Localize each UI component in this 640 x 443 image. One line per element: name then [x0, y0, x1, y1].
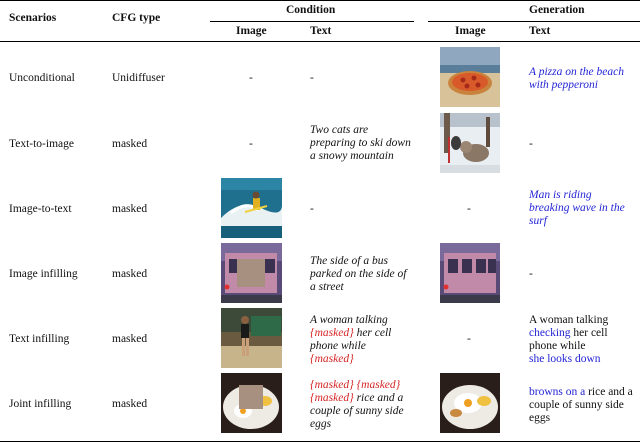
row3-cond-text-dash: - — [310, 203, 314, 215]
row2-gen-text-dash: - — [529, 138, 533, 150]
row6-gen-image-eggs — [440, 373, 500, 433]
row6-cond-mask3: {masked} — [310, 392, 354, 404]
header-generation: Generation — [529, 4, 585, 16]
row5-cond-text: A woman talking {masked} her cell phone … — [310, 314, 414, 366]
header-cfg-type: CFG type — [112, 12, 161, 24]
row1-gen-image-pizza — [440, 47, 500, 107]
row4-gen-image-bus — [440, 243, 500, 303]
header-generation-text: Text — [529, 25, 551, 37]
mask-patch — [237, 259, 265, 287]
bottom-rule — [0, 441, 640, 442]
row6-scenario: Joint infilling — [9, 398, 72, 410]
generation-underline — [428, 21, 640, 22]
row4-cond-image-bus-masked — [221, 243, 282, 303]
header-scenarios: Scenarios — [9, 12, 57, 24]
row6-cond-mask2: {masked} — [356, 379, 401, 391]
row5-gen-text-part1: A woman talking — [529, 314, 609, 326]
row1-scenario: Unconditional — [9, 72, 75, 84]
row5-cond-image-woman — [221, 308, 282, 368]
row2-cfg: masked — [112, 138, 148, 150]
row6-cond-text-part1: rice and a couple of sunny side eggs — [310, 392, 404, 430]
row4-cfg: masked — [112, 268, 148, 280]
row5-gen-text: A woman talking checking her cell phone … — [529, 314, 637, 366]
row5-gen-text-part2: her cell phone while — [529, 327, 608, 352]
top-rule — [0, 0, 640, 1]
row1-gen-text: A pizza on the beach with pepperoni — [529, 66, 624, 91]
row6-cfg: masked — [112, 398, 148, 410]
row6-gen-text: browns on a rice and a couple of sunny s… — [529, 386, 637, 425]
condition-underline — [210, 21, 414, 22]
row5-scenario: Text infilling — [9, 333, 70, 345]
row5-gen-fill2: she looks down — [529, 353, 601, 365]
row1-cond-text-dash: - — [310, 72, 314, 84]
row4-cond-text: The side of a bus parked on the side of … — [310, 255, 407, 293]
row6-cond-mask1: {masked} — [310, 379, 354, 391]
row2-scenario: Text-to-image — [9, 138, 74, 150]
row3-scenario: Image-to-text — [9, 203, 72, 215]
row2-gen-image-cats — [440, 113, 500, 173]
row6-cond-image-eggs-masked — [221, 373, 282, 433]
row6-cond-text: {masked} {masked} {masked} rice and a co… — [310, 379, 414, 431]
row5-cond-mask2: {masked} — [310, 353, 354, 365]
row5-cfg: masked — [112, 333, 148, 345]
row6-gen-text-part1: rice and a couple of sunny side eggs — [529, 386, 633, 424]
header-rule — [0, 41, 640, 42]
row1-cond-image-dash: - — [249, 72, 253, 84]
row3-cond-image-surfer — [221, 178, 282, 238]
row4-gen-text-dash: - — [529, 268, 533, 280]
row2-cond-text: Two cats are preparing to ski down a sno… — [310, 124, 411, 162]
row5-cond-text-part2: her cell phone while — [310, 327, 392, 352]
header-condition: Condition — [286, 4, 336, 16]
row5-gen-image-dash: - — [467, 333, 471, 345]
row2-cond-image-dash: - — [249, 138, 253, 150]
row5-cond-mask1: {masked} — [310, 327, 354, 339]
row6-gen-fill1: browns on a — [529, 386, 586, 398]
header-condition-text: Text — [310, 25, 332, 37]
header-generation-image: Image — [455, 25, 486, 37]
row5-gen-fill1: checking — [529, 327, 571, 339]
row3-cfg: masked — [112, 203, 148, 215]
header-condition-image: Image — [236, 25, 267, 37]
row3-gen-text: Man is riding breaking wave in the surf — [529, 189, 625, 227]
row4-scenario: Image infilling — [9, 268, 78, 280]
row5-cond-text-part1: A woman talking — [310, 314, 388, 326]
row1-cfg: Unidiffuser — [112, 72, 165, 84]
mask-patch — [239, 385, 263, 409]
row3-gen-image-dash: - — [467, 203, 471, 215]
